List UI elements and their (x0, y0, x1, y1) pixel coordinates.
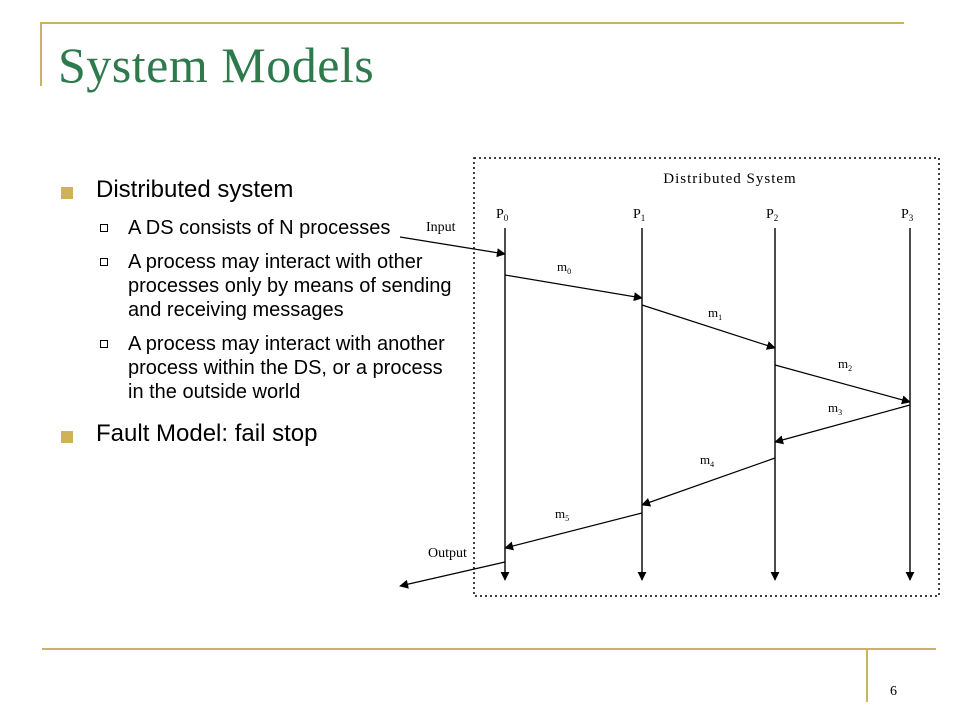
output-label: Output (428, 546, 467, 561)
distributed-system-label: Distributed System (663, 171, 796, 187)
input-label: Input (426, 220, 456, 235)
message-arrow-m4 (641, 457, 776, 507)
square-bullet-icon (61, 187, 73, 199)
sub-bullet-text: A DS consists of N processes (128, 217, 391, 239)
message-label-m5: m5 (555, 506, 569, 523)
frame-left-line (40, 22, 42, 86)
sub-bullet-text: A process may interact with another proc… (128, 333, 445, 403)
sub-bullet-text: A process may interact with other proces… (128, 251, 452, 321)
hollow-square-bullet-icon (100, 340, 108, 348)
frame-bottom-line (42, 648, 936, 650)
message-label-m4: m4 (700, 452, 714, 469)
message-arrow-m5 (504, 512, 643, 551)
message-label-m3: m3 (828, 400, 842, 417)
message-arrow-m2 (774, 364, 911, 405)
output-arrow (399, 561, 506, 589)
sub-bullet-item: A DS consists of N processes (96, 216, 458, 240)
process-label-p2: P2 (766, 207, 778, 223)
page-number: 6 (890, 684, 897, 699)
distributed-system-box (473, 157, 940, 597)
sub-bullet-list: A DS consists of N processes A process m… (96, 216, 458, 404)
bullet-text: Fault Model: fail stop (96, 420, 318, 447)
frame-right-line (866, 648, 868, 702)
frame-top-line (40, 22, 904, 24)
message-label-m1: m1 (708, 305, 722, 322)
message-arrow-m0 (504, 274, 643, 302)
input-arrow (399, 236, 506, 258)
message-arrow-m3 (774, 404, 911, 445)
bullet-list: Distributed system A DS consists of N pr… (58, 176, 458, 448)
square-bullet-icon (61, 431, 73, 443)
message-arrow-m1 (641, 304, 776, 350)
hollow-square-bullet-icon (100, 224, 108, 232)
hollow-square-bullet-icon (100, 258, 108, 266)
bullet-fault-model: Fault Model: fail stop (58, 420, 458, 448)
message-label-m2: m2 (838, 356, 852, 373)
slide-title: System Models (58, 37, 375, 93)
sub-bullet-item: A process may interact with other proces… (96, 250, 458, 322)
bullet-distributed-system: Distributed system A DS consists of N pr… (58, 176, 458, 404)
process-label-p1: P1 (633, 207, 645, 223)
bullet-text: Distributed system (96, 176, 294, 203)
message-label-m0: m0 (557, 259, 571, 276)
process-label-p3: P3 (901, 207, 914, 223)
process-label-p0: P0 (496, 207, 509, 223)
sub-bullet-item: A process may interact with another proc… (96, 332, 458, 404)
